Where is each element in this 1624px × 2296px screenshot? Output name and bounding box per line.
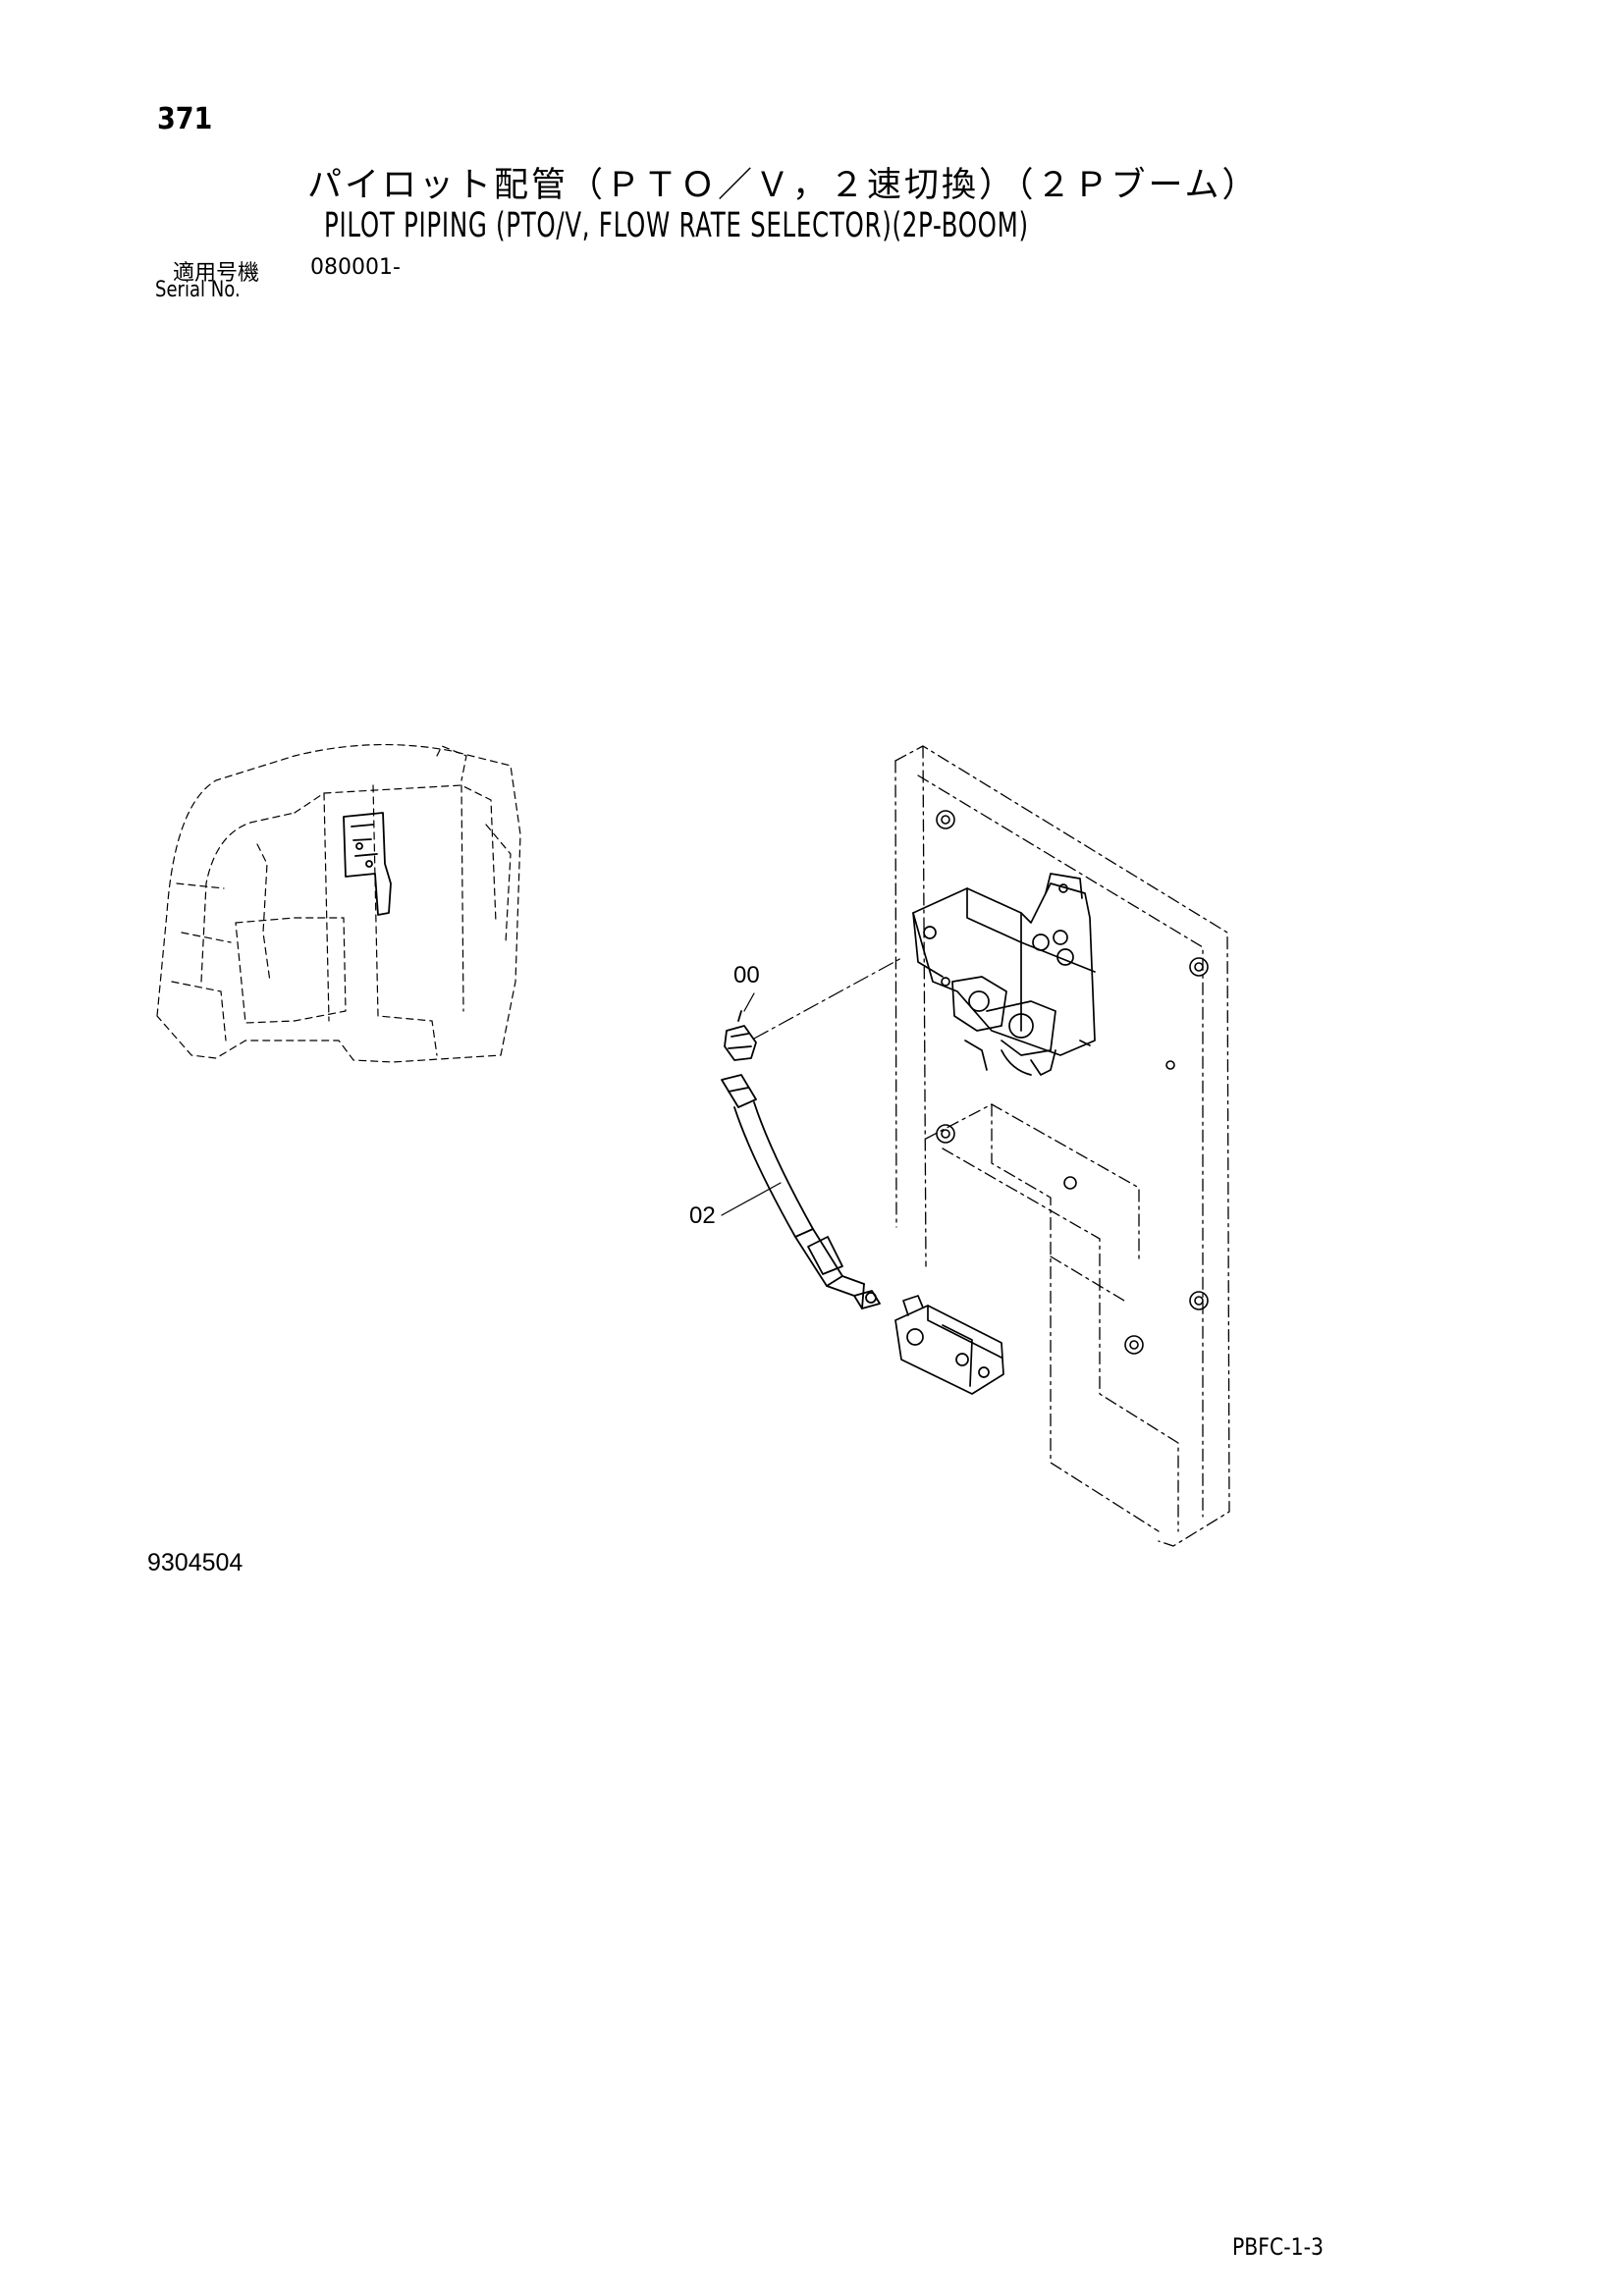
figure-number: 9304504 xyxy=(147,1549,244,1576)
mounting-plate xyxy=(894,745,1230,1547)
page-title-japanese: パイロット配管（ＰＴＯ／Ｖ，２速切換）（２Ｐブーム） xyxy=(307,166,1260,205)
callout-label-00: 00 xyxy=(733,962,760,988)
locator-highlight-panel xyxy=(343,812,392,916)
page-number: 371 xyxy=(157,102,213,136)
serial-value: 080001- xyxy=(310,255,401,280)
solenoid-valve-block xyxy=(912,873,1096,1076)
callout-label-02: 02 xyxy=(689,1202,716,1229)
serial-label-english: Serial No. xyxy=(155,278,241,302)
document-code: PBFC-1-3 xyxy=(1232,2233,1324,2261)
serial-label-japanese: 適用号機 xyxy=(173,261,260,286)
plate-bolts xyxy=(936,810,1209,1355)
page-title-english: PILOT PIPING (PTO/V, FLOW RATE SELECTOR)… xyxy=(324,206,1029,245)
leader-00 xyxy=(743,992,755,1012)
machine-locator-view xyxy=(156,744,521,1063)
leader-02 xyxy=(721,1182,782,1216)
fitting-part-00 xyxy=(724,1010,757,1061)
hose-part-02 xyxy=(721,1074,881,1309)
assembly-centerline xyxy=(753,956,904,1040)
lower-connector-block xyxy=(894,1295,1004,1395)
